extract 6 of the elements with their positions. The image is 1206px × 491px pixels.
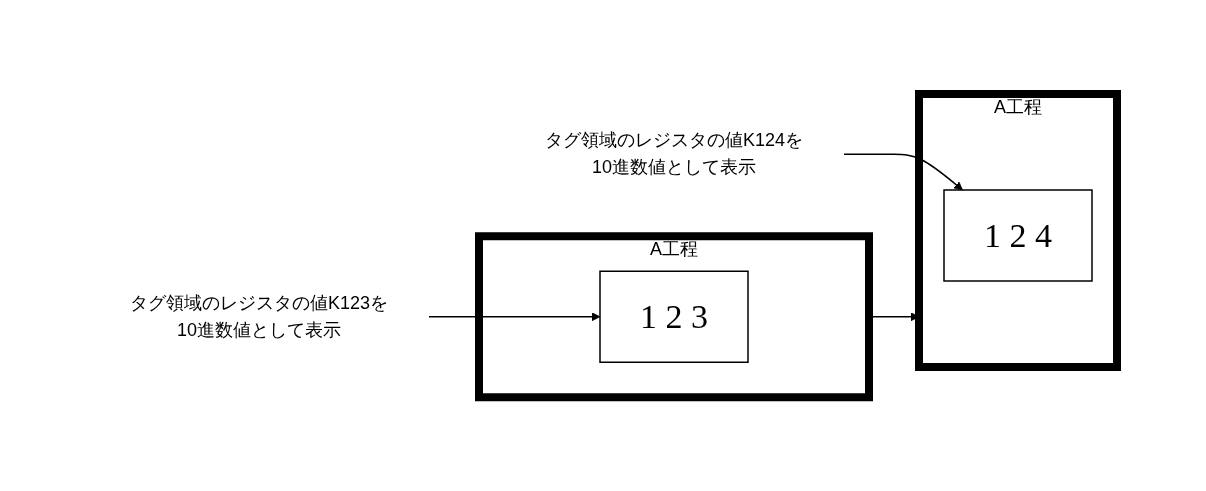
node-box: 1 2 3 — [599, 270, 749, 363]
arrow — [843, 153, 963, 191]
arrow — [428, 312, 601, 321]
node-box: 1 2 4 — [943, 189, 1093, 282]
node-text: タグ領域のレジスタの値K123を10進数値として表示 — [129, 292, 389, 340]
node-text: タグ領域のレジスタの値K124を10進数値として表示 — [544, 130, 804, 178]
